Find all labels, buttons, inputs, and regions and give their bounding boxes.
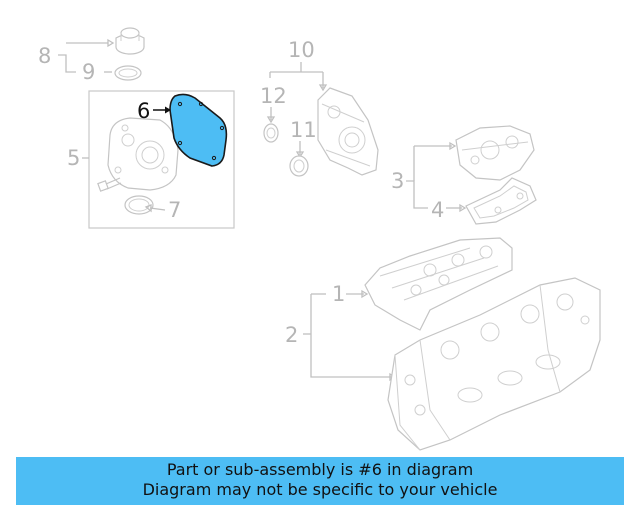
callout-12: 12 (260, 84, 287, 108)
filler-cap-part (115, 27, 145, 55)
callout-group-10-12: 10 12 11 (260, 38, 379, 177)
callout-11: 11 (290, 118, 317, 142)
callout-group-3-4: 3 4 (391, 125, 537, 225)
leader-7 (149, 207, 166, 211)
arrow-7 (144, 204, 152, 213)
callout-5: 5 (67, 146, 80, 170)
callout-4: 4 (431, 198, 444, 222)
arrow-8 (107, 38, 115, 48)
leader-3-4 (406, 180, 428, 209)
callout-6: 6 (137, 99, 150, 123)
callout-2: 2 (285, 323, 298, 347)
arrow-10 (318, 84, 328, 92)
banner-line-2: Diagram may not be specific to your vehi… (142, 480, 498, 499)
callout-group-5: 5 7 (67, 90, 235, 229)
assembly-box-5 (88, 90, 235, 229)
seal-12-part (263, 123, 279, 143)
cylinder-head-cover-part (364, 237, 513, 331)
bolt-part (97, 177, 122, 192)
callout-9: 9 (82, 60, 95, 84)
seal-11-part (289, 155, 309, 177)
arrow-6 (165, 106, 171, 114)
leader-8-9 (58, 54, 76, 73)
leader-2-bracket (310, 294, 392, 378)
cylinder-head-part (387, 277, 601, 451)
callout-group-1-2: 1 2 (285, 237, 601, 451)
timing-case-part (317, 87, 379, 176)
banner-line-1: Part or sub-assembly is #6 in diagram (166, 460, 474, 479)
seal-ring-9-part (114, 65, 142, 81)
chain-cover-gasket-part (465, 177, 537, 225)
arrow-4 (459, 203, 467, 213)
front-cover-part (107, 117, 179, 191)
callout-1: 1 (332, 282, 345, 306)
arrow-1 (361, 289, 369, 299)
callout-3: 3 (391, 169, 404, 193)
chain-cover-part (455, 125, 535, 181)
callout-10: 10 (288, 38, 315, 62)
info-banner: Part or sub-assembly is #6 in diagram Di… (16, 457, 624, 505)
callout-8: 8 (38, 44, 51, 68)
arrow-11 (295, 151, 305, 159)
arrow-3 (449, 141, 457, 151)
seal-ring-7-part (124, 195, 154, 215)
gasket-part-6 (169, 93, 228, 167)
callout-7: 7 (168, 198, 181, 222)
arrow-12 (266, 116, 276, 124)
callout-group-8-9: 8 9 (38, 27, 145, 84)
